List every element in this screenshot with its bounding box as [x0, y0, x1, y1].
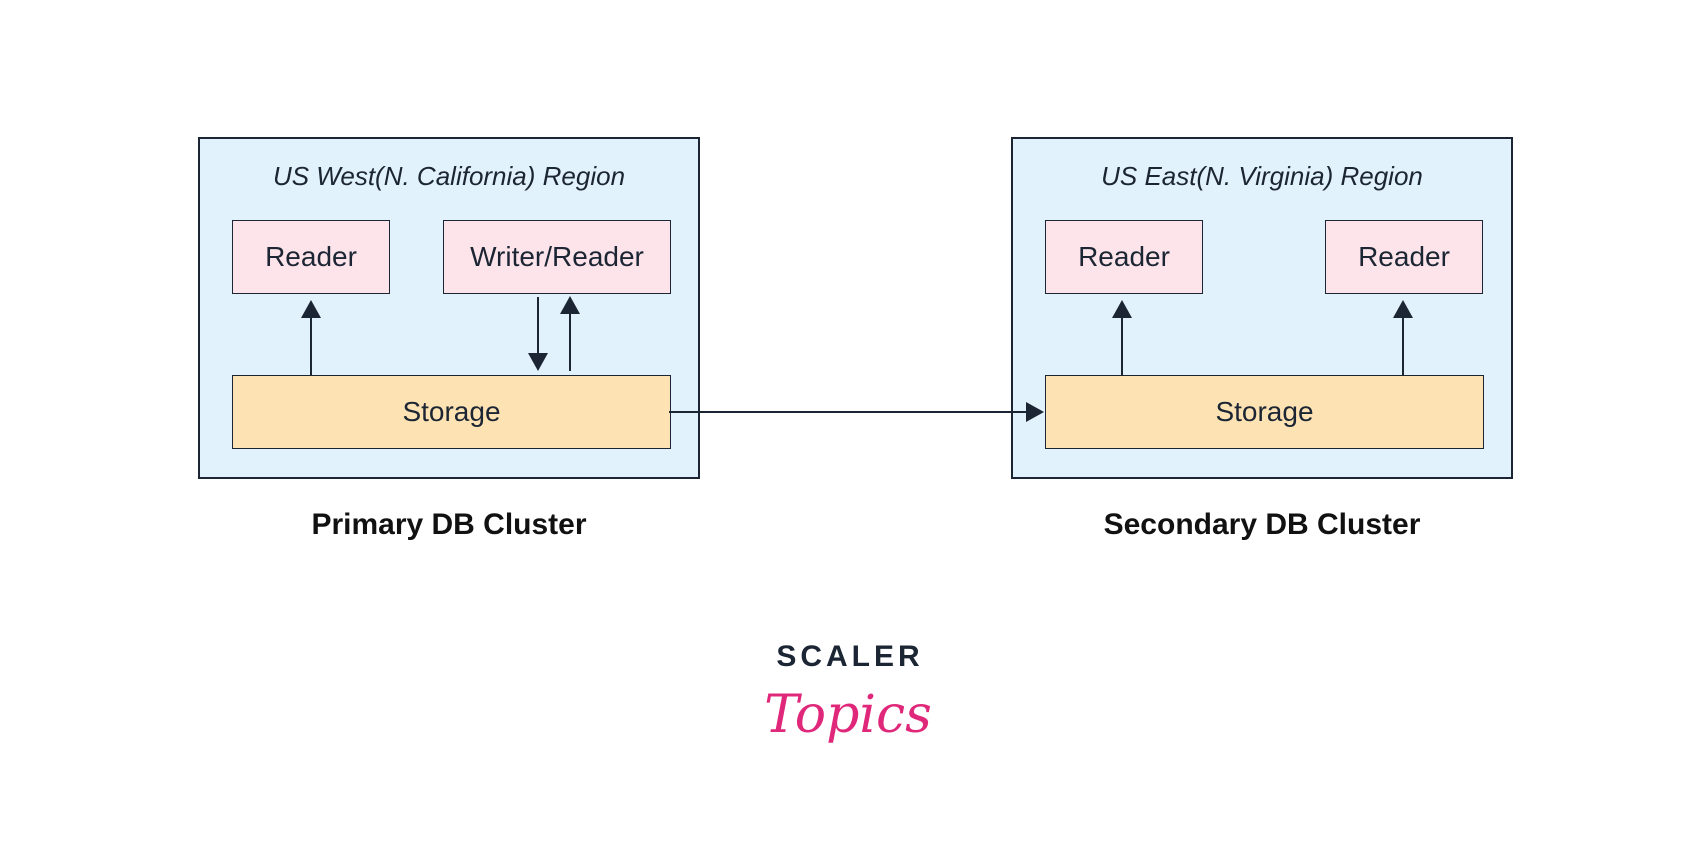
svg-text:SCALER: SCALER	[776, 640, 923, 673]
scaler-topics-logo: SCALER Topics	[764, 640, 932, 745]
replication-arrowhead	[1026, 402, 1044, 422]
secondary-storage-to-reader2-arrowhead	[1393, 300, 1413, 318]
secondary-region-box: US East(N. Virginia) Region Reader Reade…	[1011, 137, 1513, 479]
svg-text:Topics: Topics	[764, 685, 932, 745]
primary-region-title: US West(N. California) Region	[272, 161, 626, 191]
secondary-reader-node-2: Reader	[1325, 220, 1483, 294]
secondary-reader-node-1: Reader	[1045, 220, 1203, 294]
primary-cluster-label: Primary DB Cluster	[311, 508, 587, 541]
primary-reader-node: Reader	[232, 220, 390, 294]
primary-storage-node: Storage	[232, 375, 671, 449]
primary-storage-to-writer-arrowhead	[560, 296, 580, 314]
primary-region-box: US West(N. California) Region Reader Wri…	[198, 137, 700, 479]
secondary-region-title: US East(N. Virginia) Region	[1101, 161, 1423, 191]
primary-writer-reader-node: Writer/Reader	[443, 220, 671, 294]
primary-storage-to-reader-arrowhead	[301, 300, 321, 318]
secondary-storage-node: Storage	[1045, 375, 1484, 449]
secondary-cluster-label: Secondary DB Cluster	[1103, 508, 1421, 541]
primary-writer-to-storage-arrowhead	[528, 353, 548, 371]
secondary-storage-to-reader1-arrowhead	[1112, 300, 1132, 318]
